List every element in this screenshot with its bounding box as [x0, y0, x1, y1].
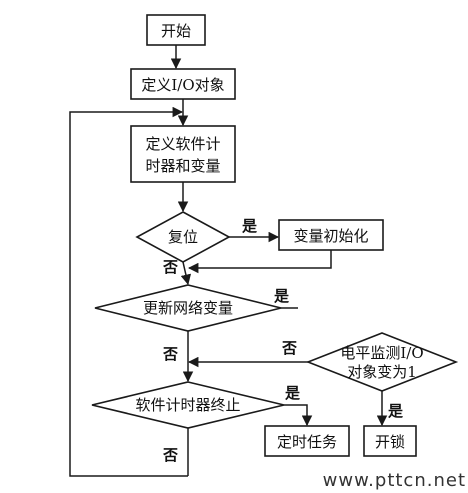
level-no-label: 否 — [281, 339, 297, 357]
arrow-timer-yes-to-task — [284, 404, 313, 427]
define-io-label: 定义I/O对象 — [141, 76, 224, 94]
define-timer-label-1: 定义软件计 — [145, 135, 220, 153]
reset-label: 复位 — [168, 228, 198, 246]
watermark: www.pttcn.net — [323, 470, 466, 491]
arrow-reset-no-to-update — [180, 261, 192, 286]
timed-task-box — [264, 425, 350, 457]
level-monitor-diamond — [305, 332, 459, 392]
update-yes-label: 是 — [273, 287, 290, 305]
reset-yes-label: 是 — [241, 217, 258, 235]
level-yes-label: 是 — [387, 402, 404, 420]
update-net-label: 更新网络变量 — [143, 299, 233, 317]
timer-yes-label: 是 — [284, 384, 301, 402]
timed-task-label: 定时任务 — [277, 433, 337, 451]
init-vars-box — [278, 219, 384, 251]
level-monitor-label-2: 对象变为1 — [347, 363, 417, 381]
timer-end-label: 软件计时器终止 — [135, 396, 240, 414]
unlock-label: 开锁 — [375, 433, 405, 451]
reset-no-label: 否 — [162, 258, 178, 276]
start-label: 开始 — [161, 22, 191, 40]
loop-back-arrow — [69, 106, 188, 477]
define-timer-label-2: 时器和变量 — [145, 157, 220, 175]
level-monitor-label-1: 电平监测I/O — [340, 344, 423, 362]
unlock-box — [363, 425, 417, 457]
init-vars-label: 变量初始化 — [293, 227, 368, 245]
timer-no-label: 否 — [162, 446, 178, 464]
arrow-init-to-merge — [187, 250, 332, 274]
update-no-label: 否 — [162, 345, 178, 363]
